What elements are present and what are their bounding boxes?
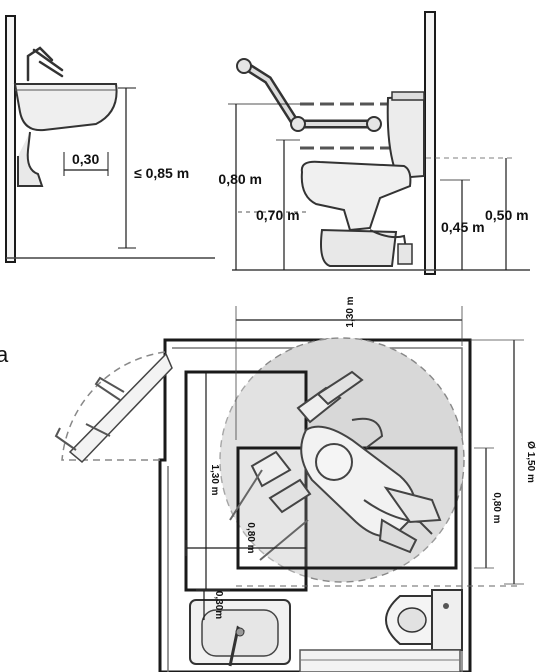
sink-wall [5,15,16,263]
sink-trap [17,131,44,187]
room-width-label: 1,30 m [345,296,356,327]
sink-elevation: 0,30 ≤ 0,85 m [5,15,215,263]
corner-letter: a [0,342,9,367]
seat-height-label: 0,70 m [256,207,300,223]
angled-grab-bar [241,61,381,129]
grab-bar-height-label: 0,80 m [218,171,262,187]
sink-faucet [26,46,64,82]
turning-diameter-label: Ø 1,50 m [525,441,536,483]
sink-plan-icon [189,599,291,667]
toilet-elevation: 0,80 m 0,70 m 0,45 m 0,50 m [218,11,530,275]
wheelchair-user-icon [229,370,442,561]
door-panel [54,352,173,464]
sink-depth-label: 0,30 [72,151,99,167]
sink-clearance-label: 0,30m [213,591,224,619]
toilet-wall [424,11,436,275]
plan-view: 1,30 m Ø 1,50 m 0,80 m 1,30 m 0,80 m 0,3… [54,296,536,672]
toilet-plan-icon [385,589,463,651]
tank-height-label: 0,50 m [485,207,529,223]
toilet-bowl [300,160,412,232]
bowl-height-label: 0,45 m [441,219,485,235]
door-swing-arc [61,351,166,461]
approach-space-width-label: 0,80 m [491,492,502,523]
wheelchair-space-length-label: 1,30 m [209,464,220,495]
sink-basin [13,83,118,132]
sink-max-height-label: ≤ 0,85 m [134,165,189,181]
wheelchair-space-width-label: 0,80 m [245,522,256,553]
